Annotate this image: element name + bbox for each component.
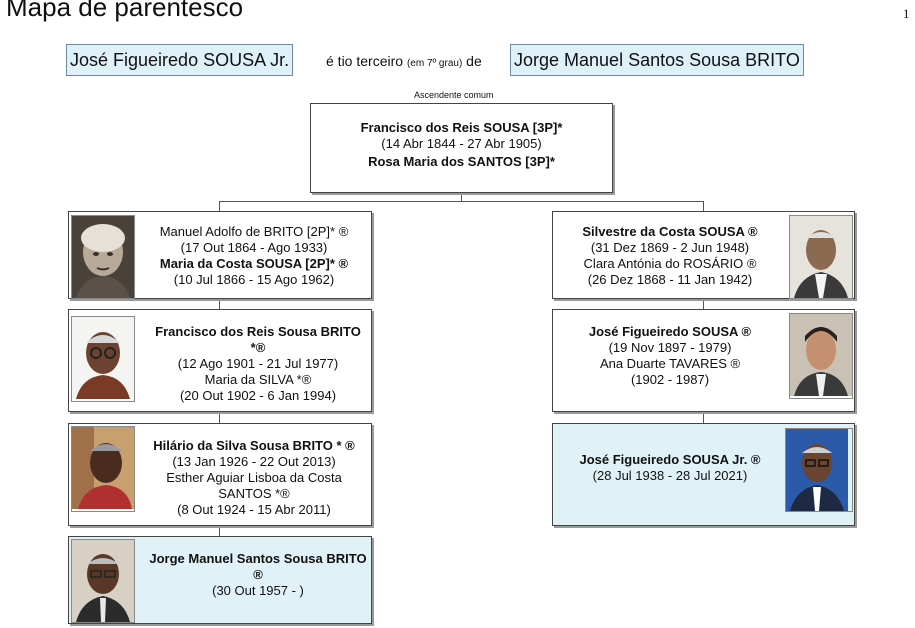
name-1: José Figueiredo SOUSA ®: [588, 324, 752, 339]
name-1: Manuel Adolfo de BRITO [2P]* ®: [159, 224, 349, 239]
dates-2: (8 Out 1924 - 15 Abr 2011): [177, 502, 331, 517]
person-box-right-3[interactable]: José Figueiredo SOUSA Jr. ® (28 Jul 1938…: [552, 423, 855, 526]
relationship-de: de: [466, 53, 482, 69]
ancestor-dates-1: (14 Abr 1844 - 27 Abr 1905): [381, 136, 542, 151]
connector-line: [219, 201, 220, 211]
dates-1: (30 Out 1957 - ): [212, 583, 304, 598]
ancestor-name-2: Rosa Maria dos SANTOS [3P]*: [368, 154, 555, 169]
page-title: Mapa de parentesco: [6, 0, 244, 22]
connector-line: [703, 299, 704, 309]
dates-1: (12 Ago 1901 - 21 Jul 1977): [177, 356, 339, 371]
connector-line: [219, 412, 220, 423]
name-2: Clara Antónia do ROSÁRIO ®: [583, 256, 757, 271]
dates-1: (28 Jul 1938 - 28 Jul 2021): [592, 468, 748, 483]
dates-2: (10 Jul 1866 - 15 Ago 1962): [173, 272, 335, 287]
connector-line: [219, 526, 220, 536]
elderly-man-portrait-icon: [789, 215, 853, 299]
common-ancestor-label: Ascendente comum: [414, 90, 494, 100]
dates-2: (26 Dez 1868 - 11 Jan 1942): [587, 272, 753, 287]
elderly-woman-portrait-icon: [71, 215, 135, 299]
dates-2: (1902 - 1987): [630, 372, 710, 387]
person-box-left-3[interactable]: Hilário da Silva Sousa BRITO * ® (13 Jan…: [68, 423, 372, 526]
dates-2: (20 Out 1902 - 6 Jan 1994): [179, 388, 337, 403]
person-box-right-1[interactable]: Silvestre da Costa SOUSA ® (31 Dez 1869 …: [552, 211, 855, 299]
person-b-name[interactable]: Jorge Manuel Santos Sousa BRITO: [510, 44, 804, 76]
person-box-left-4[interactable]: Jorge Manuel Santos Sousa BRITO ® (30 Ou…: [68, 536, 372, 624]
young-man-portrait-icon: [789, 313, 853, 399]
name-1: Jorge Manuel Santos Sousa BRITO ®: [149, 551, 367, 582]
common-ancestor-box[interactable]: Francisco dos Reis SOUSA [3P]* (14 Abr 1…: [310, 103, 613, 193]
name-1: Silvestre da Costa SOUSA ®: [582, 224, 758, 239]
name-1: José Figueiredo SOUSA Jr. ®: [579, 452, 761, 467]
person-box-left-2[interactable]: Francisco dos Reis Sousa BRITO *® (12 Ag…: [68, 309, 372, 412]
name-2: Maria da Costa SOUSA [2P]* ®: [159, 256, 349, 271]
person-box-right-2[interactable]: José Figueiredo SOUSA ® (19 Nov 1897 - 1…: [552, 309, 855, 412]
page-number: 1: [903, 6, 910, 21]
name-2: Ana Duarte TAVARES ®: [599, 356, 741, 371]
ancestor-name-1: Francisco dos Reis SOUSA [3P]*: [360, 120, 563, 135]
connector-line: [219, 299, 220, 309]
man-suit-glasses-portrait-icon: [785, 428, 853, 512]
elderly-man-glasses-portrait-icon: [71, 316, 135, 402]
man-portrait-icon: [71, 426, 135, 512]
connector-line: [703, 412, 704, 423]
name-1: Hilário da Silva Sousa BRITO * ®: [153, 438, 355, 453]
relationship-main: é tio terceiro: [326, 53, 404, 69]
name-2: Esther Aguiar Lisboa da Costa SANTOS *®: [166, 470, 342, 501]
person-a-name[interactable]: José Figueiredo SOUSA Jr.: [66, 44, 294, 76]
connector-line: [703, 201, 704, 211]
name-1: Francisco dos Reis Sousa BRITO *®: [155, 324, 361, 355]
person-box-left-1[interactable]: Manuel Adolfo de BRITO [2P]* ® (17 Out 1…: [68, 211, 372, 299]
dates-1: (19 Nov 1897 - 1979): [608, 340, 732, 355]
name-2: Maria da SILVA *®: [204, 372, 312, 387]
connector-line: [461, 193, 462, 202]
man-glasses-portrait-icon: [71, 539, 135, 623]
dates-1: (17 Out 1864 - Ago 1933): [180, 240, 328, 255]
connector-line: [219, 201, 704, 202]
relationship-text: é tio terceiro (em 7º grau) de: [326, 53, 482, 69]
dates-1: (31 Dez 1869 - 2 Jun 1948): [590, 240, 750, 255]
dates-1: (13 Jan 1926 - 22 Out 2013): [172, 454, 336, 469]
relationship-degree: (em 7º grau): [406, 58, 463, 69]
